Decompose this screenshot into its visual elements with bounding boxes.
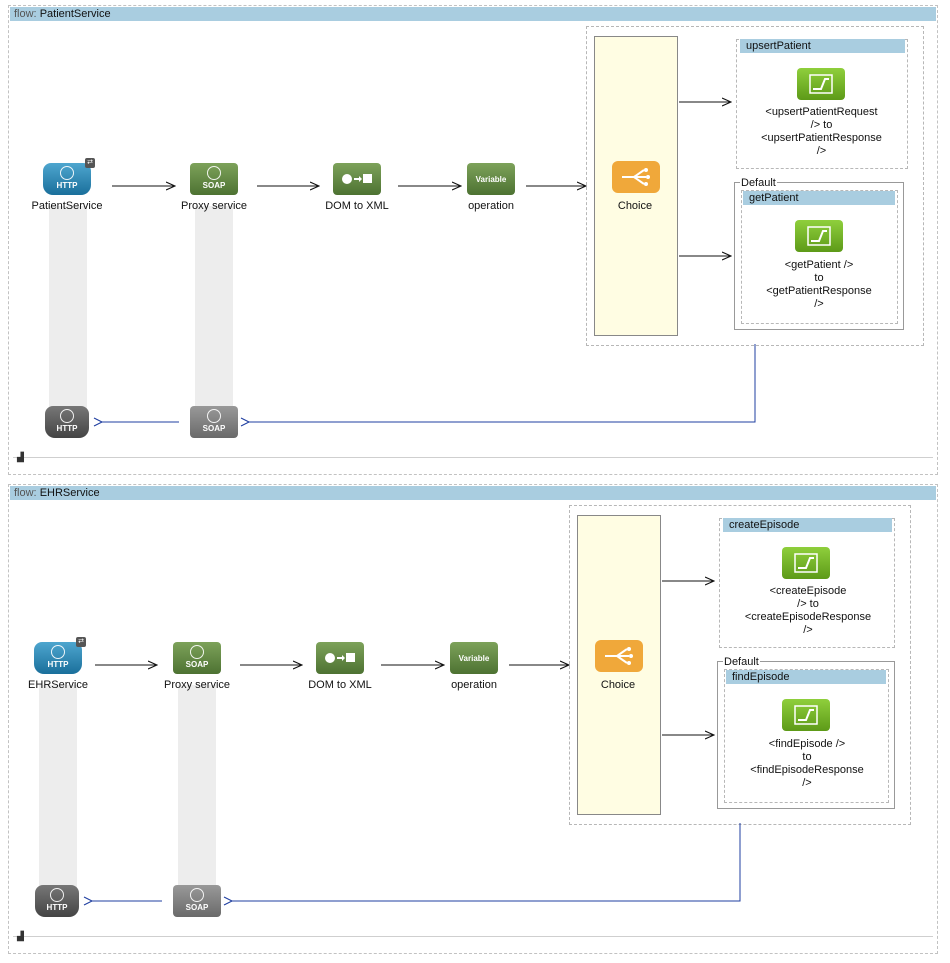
dom-to-xml-label: DOM to XML	[308, 679, 372, 691]
http-endpoint-icon[interactable]: HTTP	[43, 163, 91, 195]
flow-name: EHRService	[39, 487, 100, 499]
flow-connectors	[9, 485, 741, 953]
route-description: <createEpisode/> to<createEpisodeRespons…	[744, 585, 872, 636]
collapse-icon[interactable]: ▟	[17, 452, 24, 462]
choice-label: Choice	[600, 679, 636, 691]
exchange-pattern-icon[interactable]: ⇄	[76, 637, 86, 647]
route-description: <getPatient />to<getPatientResponse/>	[766, 259, 872, 310]
variable-icon[interactable]: Variable	[467, 163, 515, 195]
flow-ehrservice: flow: EHRService HTTP ⇄ EHRService SOAP …	[8, 484, 938, 954]
route-box	[724, 669, 889, 803]
http-response-icon[interactable]: HTTP	[45, 406, 89, 438]
proxy-label: Proxy service	[163, 679, 231, 691]
variable-label: operation	[468, 200, 514, 212]
collapse-icon[interactable]: ▟	[17, 931, 24, 941]
default-label: Default	[740, 177, 777, 189]
default-label: Default	[723, 656, 760, 668]
endpoint-label: EHRService	[28, 679, 88, 691]
default-route-box	[734, 182, 904, 330]
flow-header[interactable]: flow: EHRService	[10, 486, 936, 500]
soap-proxy-icon[interactable]: SOAP	[190, 163, 238, 195]
choice-icon[interactable]	[612, 161, 660, 193]
choice-icon[interactable]	[595, 640, 643, 672]
flow-footer-divider	[13, 936, 933, 937]
route-box	[741, 190, 898, 324]
route-description: <upsertPatientRequest/> to<upsertPatient…	[761, 106, 882, 157]
route-title[interactable]: getPatient	[743, 191, 895, 205]
endpoint-lane	[49, 206, 87, 416]
choice-label: Choice	[617, 200, 653, 212]
flow-header[interactable]: flow: PatientService	[10, 7, 936, 21]
default-route-box	[717, 661, 895, 809]
route-title[interactable]: upsertPatient	[740, 39, 905, 53]
transformer-icon[interactable]	[782, 547, 830, 579]
http-response-icon[interactable]: HTTP	[35, 885, 79, 917]
http-endpoint-icon[interactable]: HTTP	[34, 642, 82, 674]
transformer-icon[interactable]	[795, 220, 843, 252]
endpoint-lane	[39, 685, 77, 895]
flow-connectors	[9, 6, 756, 474]
proxy-lane	[195, 206, 233, 416]
flow-keyword: flow:	[14, 487, 37, 499]
route-description: <findEpisode />to<findEpisodeResponse/>	[750, 738, 864, 789]
flow-footer-divider	[13, 457, 933, 458]
transformer-icon[interactable]	[797, 68, 845, 100]
variable-label: operation	[451, 679, 497, 691]
proxy-label: Proxy service	[180, 200, 248, 212]
endpoint-label: PatientService	[31, 200, 103, 212]
soap-proxy-icon[interactable]: SOAP	[173, 642, 221, 674]
exchange-pattern-icon[interactable]: ⇄	[85, 158, 95, 168]
transformer-icon[interactable]	[782, 699, 830, 731]
route-title[interactable]: createEpisode	[723, 518, 892, 532]
dom-to-xml-icon[interactable]	[333, 163, 381, 195]
variable-icon[interactable]: Variable	[450, 642, 498, 674]
dom-to-xml-label: DOM to XML	[325, 200, 389, 212]
soap-response-icon[interactable]: SOAP	[190, 406, 238, 438]
proxy-lane	[178, 685, 216, 895]
route-title[interactable]: findEpisode	[726, 670, 886, 684]
flow-name: PatientService	[39, 8, 111, 20]
dom-to-xml-icon[interactable]	[316, 642, 364, 674]
flow-keyword: flow:	[14, 8, 37, 20]
flow-patientservice: flow: PatientService HTTP ⇄ PatientServi…	[8, 5, 938, 475]
soap-response-icon[interactable]: SOAP	[173, 885, 221, 917]
